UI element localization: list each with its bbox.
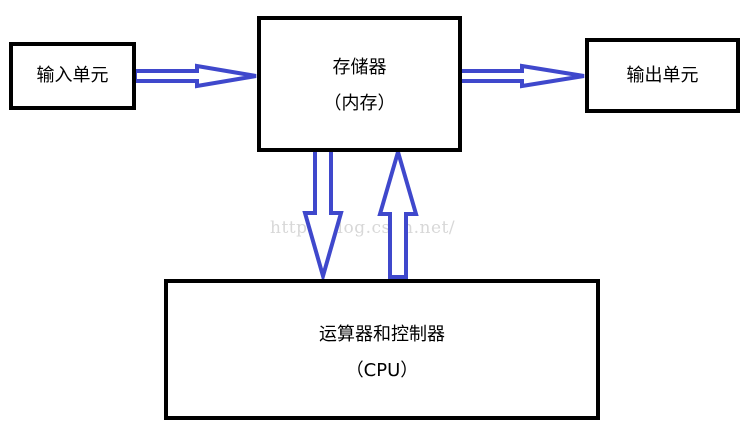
memory-box: 存储器 （内存） xyxy=(257,16,462,152)
input-unit-label: 输入单元 xyxy=(36,65,109,86)
arrow-memory-to-cpu xyxy=(302,148,344,284)
input-unit-box: 输入单元 xyxy=(9,42,136,110)
memory-label: 存储器 xyxy=(332,57,387,78)
arrow-memory-to-output xyxy=(458,63,585,89)
memory-sublabel: （内存） xyxy=(323,93,396,114)
cpu-box: 运算器和控制器 （CPU） xyxy=(164,279,600,420)
output-unit-box: 输出单元 xyxy=(585,38,740,113)
arrow-input-to-memory xyxy=(133,63,257,89)
cpu-label: 运算器和控制器 xyxy=(319,324,445,345)
cpu-sublabel: （CPU） xyxy=(345,360,419,381)
arrow-cpu-to-memory xyxy=(377,144,419,279)
output-unit-label: 输出单元 xyxy=(626,65,699,86)
